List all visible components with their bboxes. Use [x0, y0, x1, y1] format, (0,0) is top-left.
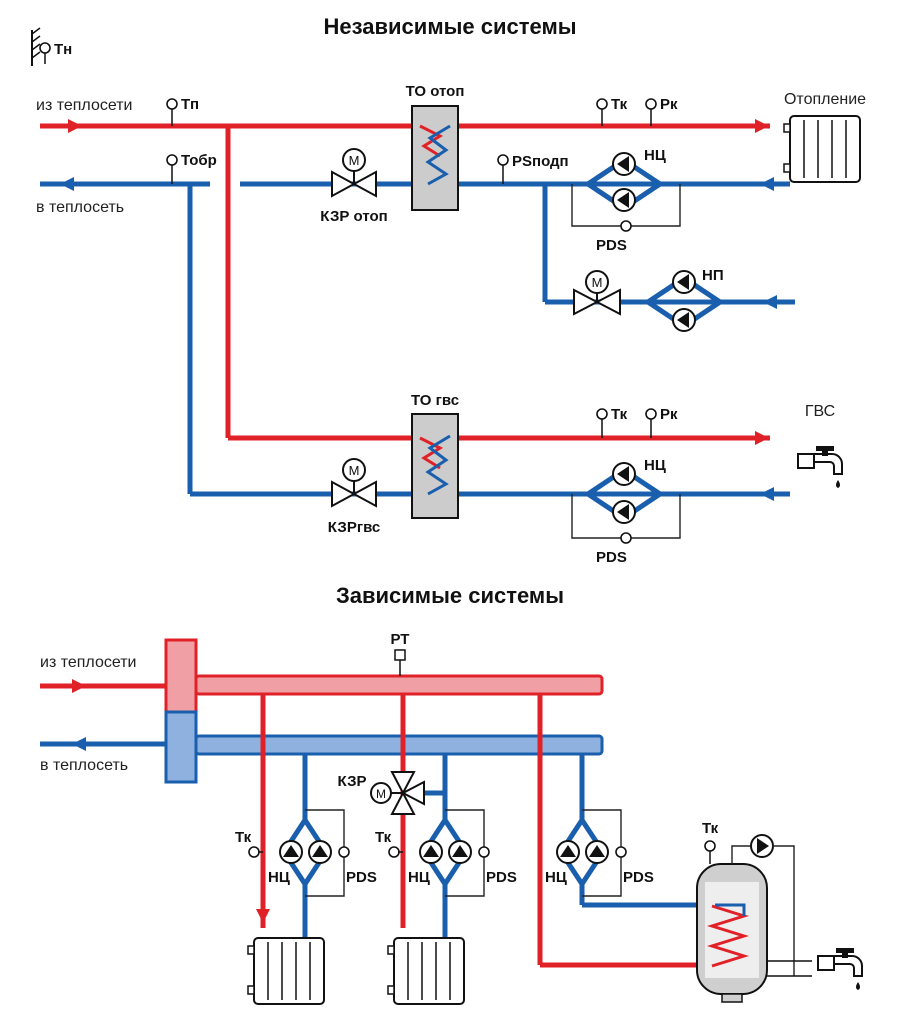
to-gvs-heat-exchanger — [411, 413, 459, 519]
nc-label-gvs: НЦ — [644, 457, 666, 474]
pds-label-c2: PDS — [486, 869, 517, 886]
to-otop-heat-exchanger — [411, 105, 459, 211]
tk-label-c2: Тк — [375, 829, 392, 846]
pds-label-heating: PDS — [596, 237, 627, 254]
pk-label-gvs: Рк — [660, 406, 678, 423]
tobr-sensor-icon — [166, 154, 178, 166]
kzr-otop-valve: M — [331, 148, 377, 198]
nc-pump-group-gvs — [571, 462, 681, 544]
faucet-icon — [817, 947, 863, 991]
radiator-icon — [783, 115, 861, 183]
pds-label-c1: PDS — [346, 869, 377, 886]
svg-text:M: M — [349, 153, 360, 168]
pump-icon — [448, 840, 472, 864]
boiler-tank-icon — [696, 834, 812, 1003]
tobr-label: Тобр — [181, 152, 217, 169]
thermometer-sensor-icon — [39, 42, 51, 54]
tp-label: Тп — [181, 96, 199, 113]
kzr-label: КЗР — [337, 773, 366, 790]
pump-icon — [612, 462, 636, 486]
makeup-valve: M — [573, 270, 621, 316]
rt-sensor-icon — [394, 649, 406, 661]
supply-main-pipe — [40, 119, 770, 445]
tn-label: Тн — [54, 41, 72, 58]
heating-label: Отопление — [784, 91, 866, 108]
tk-label-gvs: Тк — [611, 406, 628, 423]
radiator-icon — [387, 937, 465, 1005]
tk-label-boiler: Тк — [702, 820, 719, 837]
svg-text:M: M — [592, 275, 603, 290]
kzr-gvs-valve: M — [331, 458, 377, 508]
tk-sensor-icon — [596, 98, 608, 110]
tk-sensor-icon — [388, 846, 400, 858]
to-gvs-label: ТО гвс — [411, 392, 459, 409]
pump-icon — [750, 834, 774, 858]
kzr-three-way-valve: M — [370, 771, 425, 815]
pump-icon — [279, 840, 303, 864]
kzr-gvs-label: КЗРгвс — [328, 519, 381, 536]
tk-label: Тк — [611, 96, 628, 113]
collector-manifold — [164, 638, 604, 784]
nc-label-heating: НЦ — [644, 147, 666, 164]
pk-label: Рк — [660, 96, 678, 113]
radiator-icon — [247, 937, 325, 1005]
independent-title: Независимые системы — [324, 14, 577, 39]
pump-icon — [308, 840, 332, 864]
tk-label-c1: Тк — [235, 829, 252, 846]
to-otop-label: ТО отоп — [406, 83, 465, 100]
tk-sensor-icon — [596, 408, 608, 420]
dependent-circuit-3 — [537, 694, 715, 968]
from-network-label: из теплосети — [36, 97, 132, 114]
pds-sensor-icon — [615, 846, 627, 858]
rt-label: РТ — [391, 631, 410, 648]
dep-from-network-label: из теплосети — [40, 654, 136, 671]
pds-sensor-icon — [338, 846, 350, 858]
pds-label-gvs: PDS — [596, 549, 627, 566]
pds-label-c3: PDS — [623, 869, 654, 886]
svg-text:M: M — [349, 463, 360, 478]
pds-sensor-icon — [620, 532, 632, 544]
dependent-title: Зависимые системы — [336, 583, 564, 608]
dep-to-network-label: в теплосеть — [40, 757, 128, 774]
pump-icon — [612, 152, 636, 176]
ps-sensor-icon — [497, 154, 509, 166]
pump-icon — [672, 270, 696, 294]
pump-icon — [419, 840, 443, 864]
faucet-icon — [797, 445, 843, 489]
tk-sensor-icon — [248, 846, 260, 858]
pds-sensor-icon — [478, 846, 490, 858]
to-network-label: в теплосеть — [36, 199, 124, 216]
nc-pump-group-heating — [571, 152, 681, 232]
svg-text:M: M — [376, 787, 386, 801]
nc-label-c1: НЦ — [268, 869, 290, 886]
nc-label-c3: НЦ — [545, 869, 567, 886]
nc-label-c2: НЦ — [408, 869, 430, 886]
ps-label: PSподп — [512, 153, 569, 170]
np-label: НП — [702, 267, 724, 284]
gvs-label: ГВС — [805, 403, 835, 420]
pump-icon — [612, 188, 636, 212]
np-pump-group — [645, 270, 723, 332]
pk-sensor-icon — [645, 98, 657, 110]
dependent-circuit-1 — [247, 694, 350, 1005]
pk-sensor-icon — [645, 408, 657, 420]
pump-icon — [585, 840, 609, 864]
pump-icon — [612, 500, 636, 524]
outdoor-temperature-sensor — [31, 27, 51, 66]
tp-sensor-icon — [166, 98, 178, 110]
kzr-otop-label: КЗР отоп — [320, 208, 387, 225]
pds-sensor-icon — [620, 220, 632, 232]
pump-icon — [556, 840, 580, 864]
pump-icon — [672, 308, 696, 332]
